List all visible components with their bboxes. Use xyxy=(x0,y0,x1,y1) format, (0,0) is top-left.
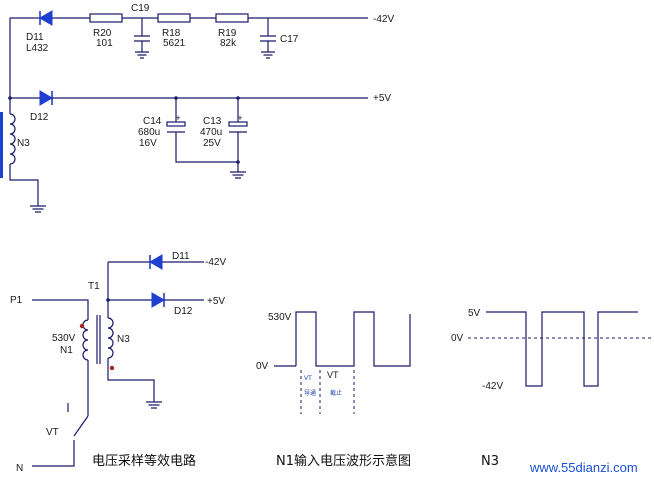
diode-d11 xyxy=(39,10,53,26)
d11-equiv-label: D11 xyxy=(172,251,190,262)
neg-equiv-label: -42V xyxy=(205,257,226,268)
wave2-high-label: 5V xyxy=(468,308,481,319)
equiv-caption: 电压采样等效电路 xyxy=(92,453,196,469)
wave1-zero-label: 0V xyxy=(256,361,269,372)
r19-value: 82k xyxy=(220,38,237,49)
wave2-zero-label: 0V xyxy=(451,333,464,344)
top-labels: -42V +5V D11 L432 D12 R20 101 C19 R18 56… xyxy=(17,3,394,149)
d12-name: D12 xyxy=(30,112,49,123)
c19-name: C19 xyxy=(131,3,150,14)
equivalent-circuit xyxy=(32,254,204,467)
resistor-r20 xyxy=(89,13,123,23)
winding-n3 xyxy=(0,98,46,213)
svg-text:+: + xyxy=(175,113,180,123)
wave1-vt-on: VT xyxy=(304,375,312,382)
p1-label: P1 xyxy=(10,295,23,306)
wave2-caption: N3 xyxy=(481,454,499,469)
rail-pos-label: +5V xyxy=(373,93,391,104)
c14-cap: 680u xyxy=(138,127,160,138)
resistor-r19 xyxy=(215,13,249,23)
wave2-low-label: -42V xyxy=(482,381,503,392)
r19-name: R19 xyxy=(218,28,237,39)
n-label: N xyxy=(16,463,23,474)
top-circuit: + + xyxy=(0,10,368,213)
r20-value: 101 xyxy=(96,38,113,49)
watermark-text: www.55dianzi.com xyxy=(529,460,638,475)
c13-cap: 470u xyxy=(200,127,222,138)
c13-volt: 25V xyxy=(203,138,221,149)
d12-equiv-label: D12 xyxy=(174,306,193,317)
c13-name: C13 xyxy=(203,116,222,127)
switch-vt xyxy=(73,415,89,437)
capacitor-c14: + xyxy=(166,98,238,163)
resistor-r18 xyxy=(157,13,191,23)
diode-d12-equiv xyxy=(151,292,165,308)
n1-label: N1 xyxy=(60,345,73,356)
wave1-on-text: 导通 xyxy=(304,389,316,397)
vt-label: VT xyxy=(46,427,59,438)
winding-n1 xyxy=(82,319,89,361)
waveform-n3 xyxy=(468,311,654,387)
diode-d12 xyxy=(39,90,53,106)
r18-value: 5621 xyxy=(163,38,186,49)
wave1-high-label: 530V xyxy=(268,312,292,323)
c14-name: C14 xyxy=(143,116,162,127)
capacitor-c17 xyxy=(260,18,276,59)
wave1-caption: N1输入电压波形示意图 xyxy=(276,453,411,469)
d11-name: D11 xyxy=(26,32,44,43)
wave1-off-text: 截止 xyxy=(330,389,342,397)
t1-label: T1 xyxy=(88,281,100,292)
waveform-n1 xyxy=(274,311,411,414)
n3-name: N3 xyxy=(17,138,30,149)
winding-n3-equiv xyxy=(107,317,114,359)
c14-volt: 16V xyxy=(139,138,157,149)
n3-equiv-label: N3 xyxy=(117,334,130,345)
equiv-labels: P1 N T1 530V N1 N3 VT D11 D12 -42V +5V 电… xyxy=(10,251,226,474)
rail-neg-label: -42V xyxy=(373,14,394,25)
wave2-labels: 5V 0V -42V N3 xyxy=(451,308,503,469)
pos-equiv-label: +5V xyxy=(207,296,225,307)
wave1-vt-off: VT xyxy=(327,370,339,380)
capacitor-c13: + xyxy=(228,98,248,179)
c17-name: C17 xyxy=(280,34,299,45)
r18-name: R18 xyxy=(162,28,181,39)
svg-text:+: + xyxy=(237,113,242,123)
wave1-labels: 530V 0V VT 导通 VT 截止 N1输入电压波形示意图 xyxy=(256,312,411,469)
diode-d11-equiv xyxy=(149,254,163,270)
n1-volt-label: 530V xyxy=(52,333,76,344)
r20-name: R20 xyxy=(93,28,112,39)
d11-part: L432 xyxy=(26,43,49,54)
capacitor-c19 xyxy=(134,18,150,59)
